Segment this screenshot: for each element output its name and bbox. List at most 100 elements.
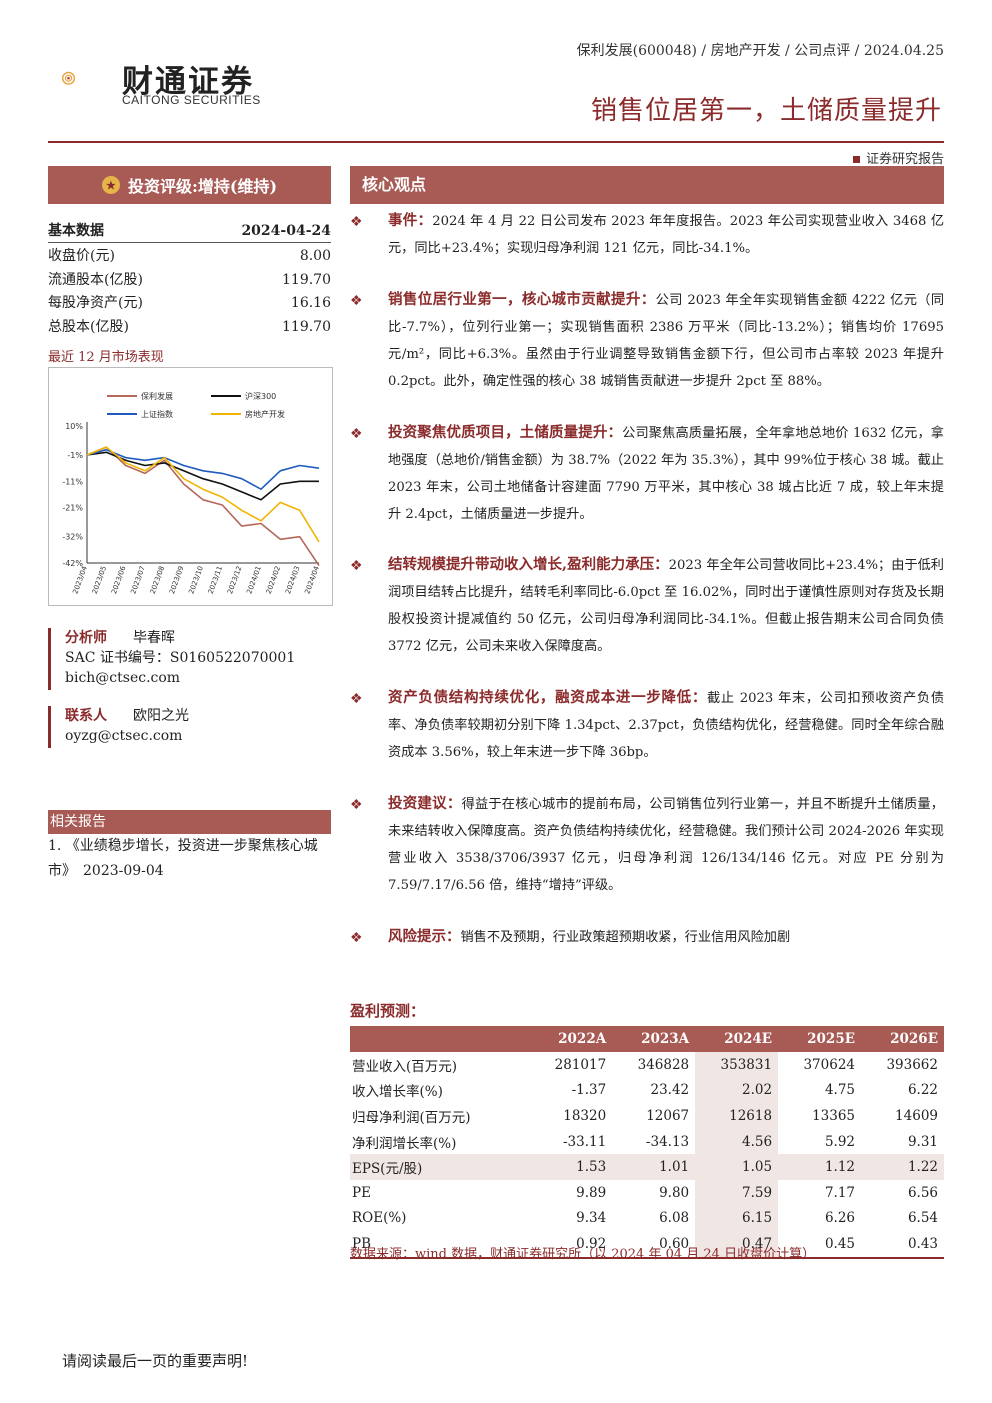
analyst-email[interactable]: bich@ctsec.com [65,670,181,686]
row-label: 营业收入(百万元) [352,1058,458,1075]
x-tick-label: 2023/06 [110,564,128,595]
related-reports-bar: 相关报告 [48,810,331,834]
basic-data-row: 收盘价(元) 8.00 [48,245,331,269]
cell-value: 18320 [563,1107,607,1124]
point-text: 销售不及预期，行业政策超预期收紧，行业信用风险加剧 [460,930,791,945]
x-tick-label: 2023/07 [129,565,146,595]
report-meta: 保利发展(600048) / 房地产开发 / 公司点评 / 2024.04.25 [576,43,944,59]
legend-label: 保利发展 [141,391,173,401]
cell-value: 0.60 [612,1231,696,1259]
row-label: 总股本(亿股) [48,318,129,335]
cell-value: 13365 [812,1107,856,1124]
basic-data-row: 每股净资产(元) 16.16 [48,292,331,316]
x-tick-label: 2023/08 [149,565,166,595]
point-text: 截止 2023 年末，公司扣预收资产负债率、净负债率较期初分别下降 1.34pc… [388,691,944,760]
point-text: 得益于在核心城市的提前布局，公司销售位列行业第一，并且不断提升土储质量，未来结转… [388,797,944,893]
core-point: ❖ 投资建议：得益于在核心城市的提前布局，公司销售位列行业第一，并且不断提升土储… [350,790,944,899]
point-key: 资产负债结构持续优化，融资成本进一步降低： [388,689,708,706]
cell-value: 1.53 [529,1154,613,1180]
point-key: 风险提示： [388,928,461,945]
cell-value: 5.92 [824,1133,856,1150]
row-label: ROE(%) [352,1210,407,1227]
legend-label: 房地产开发 [245,409,285,419]
square-bullet-icon [852,156,860,163]
row-label: PB [350,1231,530,1259]
cell-value: 9.31 [907,1133,938,1150]
report-type-label: 证券研究报告 [865,152,944,167]
row-value: 16.16 [290,295,331,311]
diamond-bullet-icon: ❖ [350,214,363,230]
cell-value: 4.75 [824,1082,856,1099]
analyst-card: 分析师毕春晖 SAC 证书编号：S0160522070001 bich@ctse… [48,628,331,690]
x-tick-label: 2023/05 [91,565,108,595]
point-key: 投资建议： [388,795,462,812]
row-label: 流通股本(亿股) [48,271,143,288]
rating-badge-icon: ★ [101,176,120,194]
cell-value: 2.02 [695,1077,779,1104]
point-key: 销售位居行业第一，核心城市贡献提升： [388,291,656,308]
diamond-bullet-icon: ❖ [350,558,363,574]
point-text: 2024 年 4 月 22 日公司发布 2023 年年度报告。2023 年公司实… [388,214,945,256]
core-point: ❖ 风险提示：销售不及预期，行业政策超预期收紧，行业信用风险加剧 [350,923,944,951]
report-headline: 销售位居第一，土储质量提升 [590,96,942,126]
basic-data-row: 总股本(亿股) 119.70 [48,316,331,340]
row-label: 每股净资产(元) [48,295,143,311]
cell-value: 23.42 [650,1082,690,1099]
series-line [86,448,320,490]
row-label: 收盘价(元) [48,248,115,264]
col-header [350,1026,530,1052]
core-view-bar: 核心观点 [350,166,944,204]
x-tick-label: 2024/03 [284,565,301,595]
cell-value: 9.80 [659,1184,690,1201]
cell-value: 1.05 [695,1154,779,1180]
cell-value: 353831 [695,1052,779,1078]
cell-value: 6.15 [695,1205,779,1232]
cell-value: 1.12 [778,1154,862,1180]
cell-value: 9.34 [576,1210,607,1227]
related-report-link[interactable]: 1. 《业绩稳步增长，投资进一步聚焦核心城市》 2023-09-04 [48,838,318,879]
core-point: ❖ 销售位居行业第一，核心城市贡献提升：公司 2023 年全年实现销售金额 42… [350,286,944,395]
col-header: 2025E [778,1026,862,1052]
legend-label: 上证指数 [141,409,173,419]
core-point: ❖ 结转规模提升带动收入增长,盈利能力承压：2023 年全年公司营收同比+23.… [350,551,944,660]
contact-email[interactable]: oyzg@ctsec.com [65,728,183,744]
point-text: 2023 年全年公司营收同比+23.4%；由于低利润项目结转占比提升，结转毛利率… [388,558,944,654]
row-value: 8.00 [299,248,331,264]
diamond-bullet-icon: ❖ [350,691,363,707]
market-performance-label: 最近 12 月市场表现 [48,350,164,365]
cell-value: 393662 [886,1056,938,1073]
col-header: 2024E [695,1026,779,1052]
basic-data-title: 基本数据 [48,223,104,239]
point-text: 公司 2023 年全年实现销售金额 4222 亿元（同比-7.7%），位列行业第… [388,293,945,389]
cell-value: 4.56 [695,1128,779,1155]
col-header: 2022A [529,1026,613,1052]
row-label: 收入增长率(%) [352,1084,443,1101]
row-label: 归母净利润(百万元) [352,1109,471,1126]
cell-value: 346828 [637,1056,690,1073]
forecast-title: 盈利预测： [350,1002,426,1020]
logo-text-en: CAITONG SECURITIES [122,93,261,107]
cell-value: 12618 [695,1103,779,1129]
diamond-bullet-icon: ❖ [350,930,363,946]
legend-label: 沪深300 [245,391,276,401]
cell-value: 0.45 [778,1231,862,1259]
x-tick-label: 2023/12 [226,565,243,595]
y-tick-label: -11% [62,477,83,486]
forecast-header-row: 2022A 2023A 2024E 2025E 2026E [350,1026,944,1052]
cell-value: 0.47 [695,1231,779,1259]
point-text: 公司聚焦高质量拓展，全年拿地总地价 1632 亿元，拿地强度（总地价/销售金额）… [388,426,944,522]
row-value: 119.70 [282,318,331,335]
x-tick-label: 2023/09 [168,565,185,595]
cell-value: 9.89 [576,1184,607,1201]
contact-name: 欧阳之光 [133,708,189,724]
cell-value: 12067 [646,1107,690,1124]
y-tick-label: -21% [62,504,83,513]
cell-value: 6.54 [907,1210,938,1227]
series-line [86,451,319,501]
